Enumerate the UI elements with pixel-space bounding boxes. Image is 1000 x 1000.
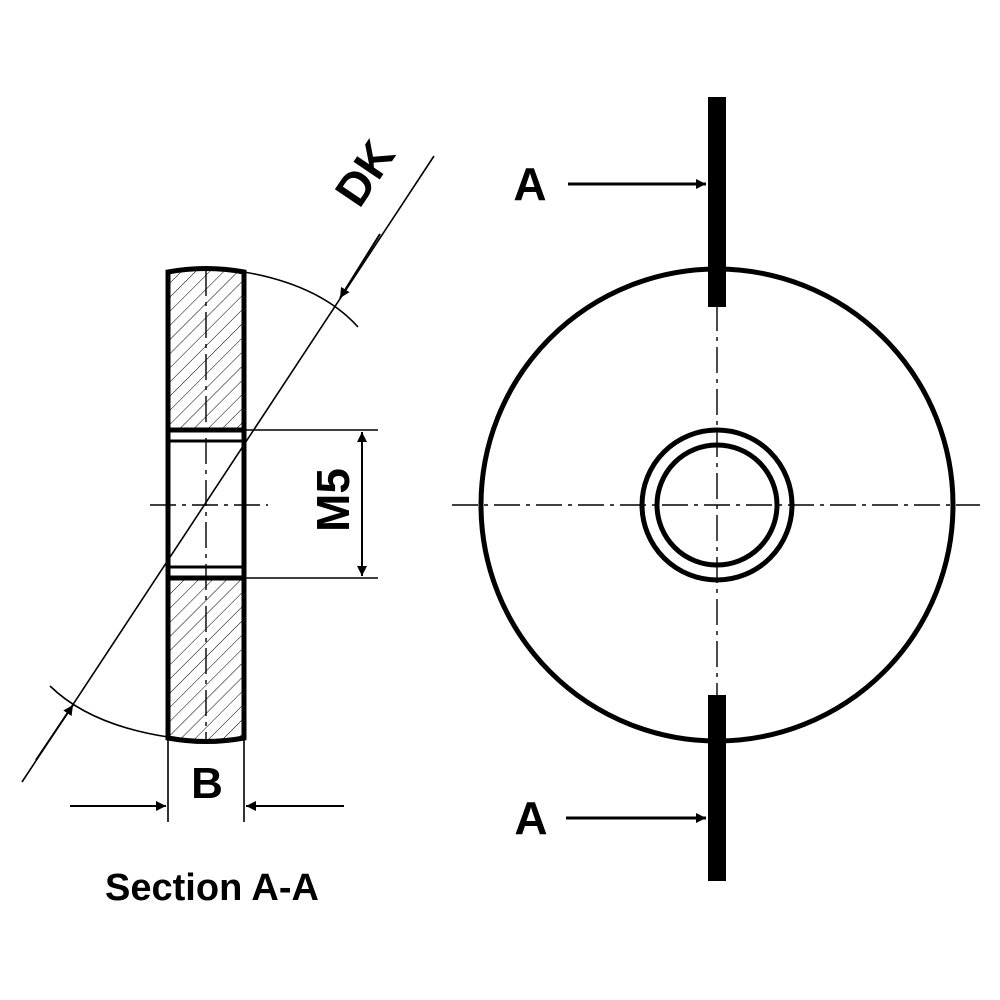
dk-label: DK (325, 131, 405, 215)
b-label: B (191, 759, 223, 808)
dk-arrow-lower (35, 704, 74, 761)
cut-label-bottom: A (514, 792, 547, 844)
dk-arc-lower (49, 685, 169, 738)
section-caption: Section A-A (105, 867, 319, 909)
front-view: A A (452, 97, 980, 881)
section-outline (165, 266, 247, 744)
dk-arc-upper (243, 271, 359, 328)
section-upper-hatch (168, 268, 244, 428)
m5-label: M5 (307, 468, 359, 532)
cut-label-top: A (513, 158, 546, 210)
cut-plane-marker-top (708, 97, 726, 307)
dk-arrow-upper (339, 233, 381, 299)
dk-dimension-line (21, 155, 435, 783)
section-view: DK M5 B Section A-A (21, 131, 435, 909)
cut-plane-marker-bottom (708, 695, 726, 881)
